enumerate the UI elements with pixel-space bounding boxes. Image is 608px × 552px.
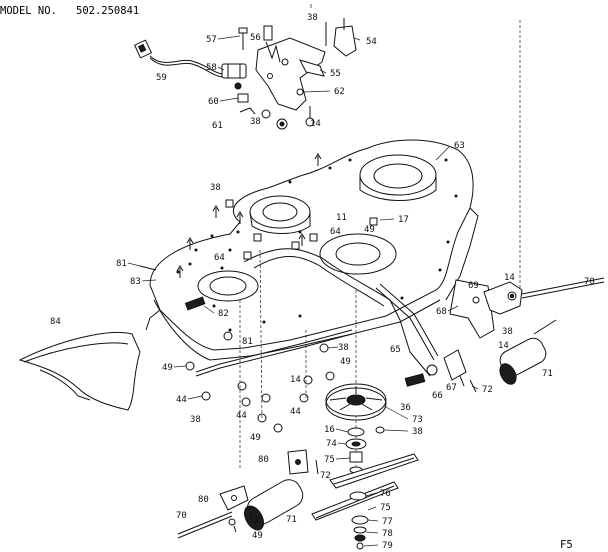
callout-labels: 57 56 38 54 58 59 55 62 60 61 38 14 63 3… [50, 13, 595, 551]
callout-60: 60 [208, 97, 219, 107]
callout-54: 54 [366, 37, 377, 47]
callout-71: 71 [286, 515, 297, 525]
callout-63: 63 [454, 141, 465, 151]
callout-16: 16 [324, 425, 335, 435]
callout-38: 38 [412, 427, 423, 437]
callout-38: 38 [502, 327, 513, 337]
callout-80: 80 [258, 455, 269, 465]
callout-44: 44 [290, 407, 301, 417]
callout-75: 75 [324, 455, 335, 465]
lower-idler-assembly [177, 449, 319, 539]
callout-65: 65 [390, 345, 401, 355]
callout-11: 11 [336, 213, 347, 223]
callout-59: 59 [156, 73, 167, 83]
callout-49: 49 [252, 531, 263, 541]
callout-66: 66 [432, 391, 443, 401]
callout-68: 68 [436, 307, 447, 317]
callout-49: 49 [162, 363, 173, 373]
callout-38: 38 [210, 183, 221, 193]
callout-77: 77 [382, 517, 393, 527]
callout-14: 14 [504, 273, 515, 283]
callout-69: 69 [468, 281, 479, 291]
deck-hardware [185, 249, 357, 470]
callout-64: 64 [330, 227, 341, 237]
callout-14: 14 [310, 119, 321, 129]
callout-71: 71 [542, 369, 553, 379]
blade-pulley-assembly [325, 383, 387, 474]
callout-78: 78 [382, 529, 393, 539]
callout-38: 38 [307, 13, 318, 23]
callout-49: 49 [250, 433, 261, 443]
callout-58: 58 [206, 63, 217, 73]
mower-blades [311, 453, 419, 550]
switch-bracket-assembly [133, 18, 357, 130]
callout-57: 57 [206, 35, 217, 45]
callout-38: 38 [338, 343, 349, 353]
callout-70: 70 [176, 511, 187, 521]
callout-49: 49 [364, 225, 375, 235]
callout-38: 38 [190, 415, 201, 425]
discharge-deflector [18, 331, 141, 411]
callout-36: 36 [400, 403, 411, 413]
model-label: MODEL NO. [0, 5, 57, 17]
callout-44: 44 [236, 411, 247, 421]
callout-82: 82 [218, 309, 229, 319]
callout-49: 49 [340, 357, 351, 367]
callout-64: 64 [214, 253, 225, 263]
mower-deck-housing [139, 139, 479, 377]
callout-44: 44 [176, 395, 187, 405]
callout-84: 84 [50, 317, 61, 327]
callout-38: 38 [250, 117, 261, 127]
model-header: MODEL NO. 502.250841 [0, 5, 139, 17]
callout-81: 81 [242, 337, 253, 347]
model-number: 502.250841 [76, 5, 139, 17]
leader-lines [127, 35, 479, 547]
callout-72: 72 [320, 471, 331, 481]
callout-67: 67 [446, 383, 457, 393]
callout-61: 61 [212, 121, 223, 131]
callout-55: 55 [330, 69, 341, 79]
callout-75: 75 [380, 503, 391, 513]
callout-73: 73 [412, 415, 423, 425]
deck-lift-linkage [195, 20, 605, 393]
callout-83: 83 [130, 277, 141, 287]
callout-56: 56 [250, 33, 261, 43]
callout-76: 76 [380, 489, 391, 499]
callout-81: 81 [116, 259, 127, 269]
callout-62: 62 [334, 87, 345, 97]
callout-17: 17 [398, 215, 409, 225]
figure-label: F5 [560, 539, 573, 551]
callout-14: 14 [498, 341, 509, 351]
callout-14: 14 [290, 375, 301, 385]
callout-79: 79 [382, 541, 393, 551]
callout-80: 80 [198, 495, 209, 505]
callout-74: 74 [326, 439, 337, 449]
callout-70: 70 [584, 277, 595, 287]
callout-72: 72 [482, 385, 493, 395]
